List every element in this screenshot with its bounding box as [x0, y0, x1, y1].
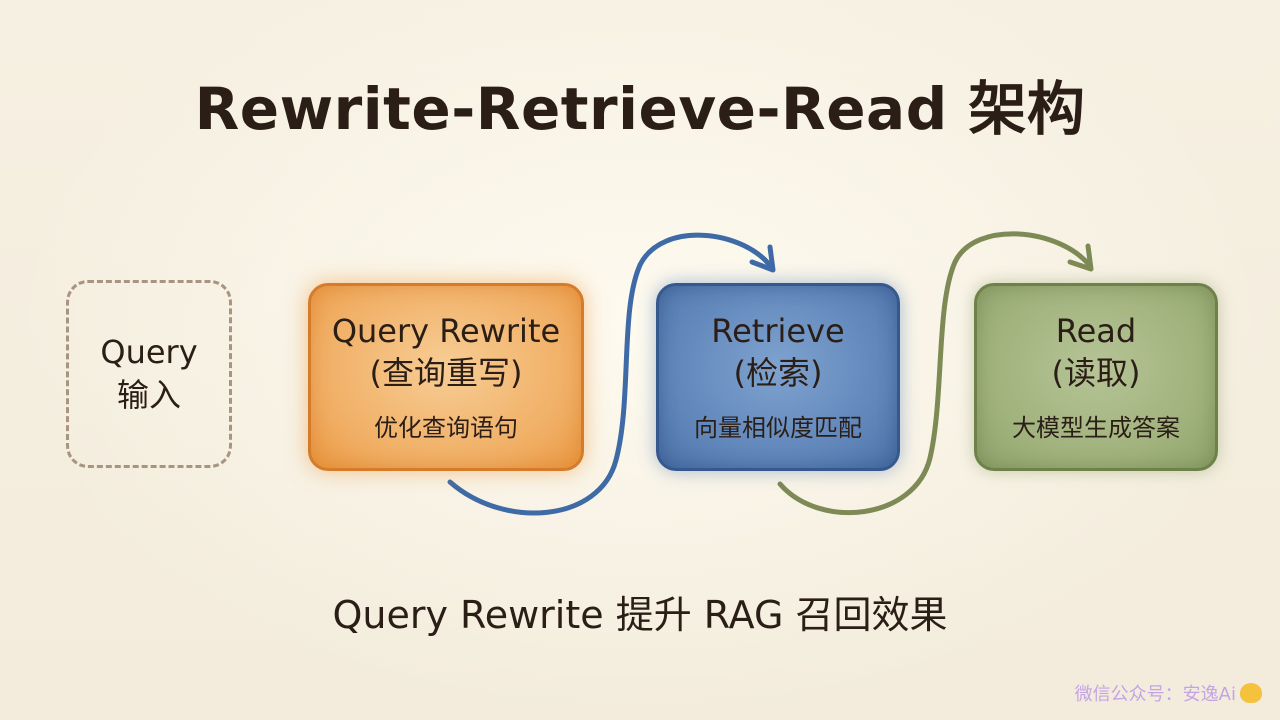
arrowhead-read — [1067, 243, 1094, 272]
stage-description: 大模型生成答案 — [1012, 414, 1180, 443]
query-input-box: Query 输入 — [66, 280, 232, 468]
query-input-sublabel: 输入 — [116, 376, 181, 414]
arrow-retrieve-to-read — [777, 231, 1093, 516]
watermark: 微信公众号：安逸Ai — [1075, 680, 1262, 706]
stage-subname: (检索) — [733, 353, 823, 392]
diagram-caption: Query Rewrite 提升 RAG 召回效果 — [332, 593, 948, 637]
stage-description: 向量相似度匹配 — [694, 414, 862, 443]
stage-name: Read — [1055, 311, 1137, 350]
duck-icon — [1240, 683, 1262, 703]
stage-name: Retrieve — [711, 311, 845, 350]
diagram-title: Rewrite-Retrieve-Read 架构 — [194, 75, 1086, 143]
stage-name: Query Rewrite — [331, 311, 561, 350]
stage-read: Read (读取) 大模型生成答案 — [974, 283, 1218, 471]
stage-retrieve: Retrieve (检索) 向量相似度匹配 — [656, 283, 900, 471]
stage-subname: (读取) — [1051, 353, 1141, 392]
stage-subname: (查询重写) — [369, 353, 523, 392]
stage-query-rewrite: Query Rewrite (查询重写) 优化查询语句 — [308, 283, 584, 471]
query-input-label: Query — [100, 332, 198, 371]
watermark-text: 微信公众号：安逸Ai — [1074, 684, 1236, 705]
arrow-rewrite-to-retrieve — [447, 232, 775, 516]
stage-description: 优化查询语句 — [374, 414, 518, 443]
arrowhead-retrieve — [749, 244, 776, 273]
